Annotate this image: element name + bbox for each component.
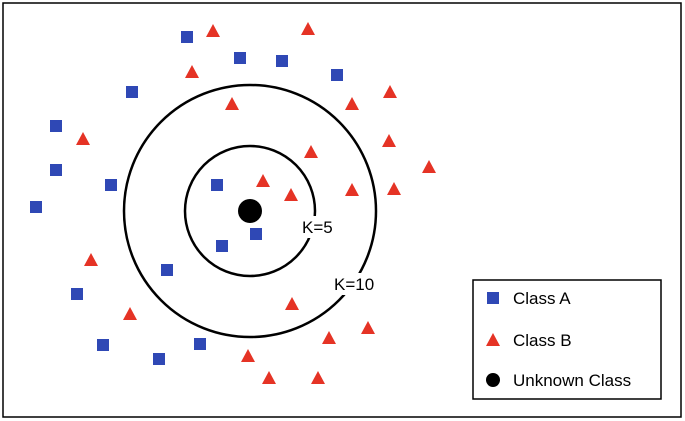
class-b-point — [345, 97, 359, 110]
class-a-point — [181, 31, 193, 43]
blue-square-icon — [487, 292, 499, 304]
class-b-point — [76, 132, 90, 145]
class-a-point — [50, 164, 62, 176]
class-b-point — [387, 182, 401, 195]
class-b-point — [241, 349, 255, 362]
class-a-point — [250, 228, 262, 240]
class-a-point — [105, 179, 117, 191]
class-b-point — [345, 183, 359, 196]
red-triangle-icon — [486, 333, 500, 346]
k10-label: K=10 — [334, 275, 374, 294]
class-a-point — [276, 55, 288, 67]
class-a-point — [153, 353, 165, 365]
class-b-point — [225, 97, 239, 110]
legend-label-class-a: Class A — [513, 289, 571, 308]
class-a-point — [194, 338, 206, 350]
class-b-point — [304, 145, 318, 158]
legend-label-class-b: Class B — [513, 331, 572, 350]
class-b-point — [382, 134, 396, 147]
class-a-points — [30, 31, 343, 365]
class-b-point — [185, 65, 199, 78]
legend-label-unknown-class: Unknown Class — [513, 371, 631, 390]
class-b-point — [285, 297, 299, 310]
black-dot-icon — [486, 373, 500, 387]
k5-circle — [183, 144, 317, 278]
class-b-point — [311, 371, 325, 384]
class-b-point — [361, 321, 375, 334]
class-a-point — [331, 69, 343, 81]
unknown-class-point — [238, 199, 262, 223]
k10-circle — [122, 83, 378, 339]
class-a-point — [71, 288, 83, 300]
class-a-point — [97, 339, 109, 351]
class-a-point — [126, 86, 138, 98]
class-a-point — [161, 264, 173, 276]
class-b-point — [284, 188, 298, 201]
class-b-point — [301, 22, 315, 35]
k10-label-backdrop — [330, 273, 384, 295]
class-b-points — [76, 22, 436, 384]
k5-label-backdrop — [298, 216, 338, 238]
legend: Class A Class B Unknown Class — [472, 279, 662, 400]
class-a-point — [30, 201, 42, 213]
class-b-point — [383, 85, 397, 98]
class-a-point — [216, 240, 228, 252]
class-a-point — [211, 179, 223, 191]
class-b-point — [256, 174, 270, 187]
legend-box — [472, 279, 662, 400]
class-b-point — [322, 331, 336, 344]
class-b-point — [84, 253, 98, 266]
class-a-point — [50, 120, 62, 132]
class-b-point — [123, 307, 137, 320]
class-b-point — [206, 24, 220, 37]
k5-label: K=5 — [302, 218, 333, 237]
class-b-point — [262, 371, 276, 384]
class-a-point — [234, 52, 246, 64]
class-b-point — [422, 160, 436, 173]
